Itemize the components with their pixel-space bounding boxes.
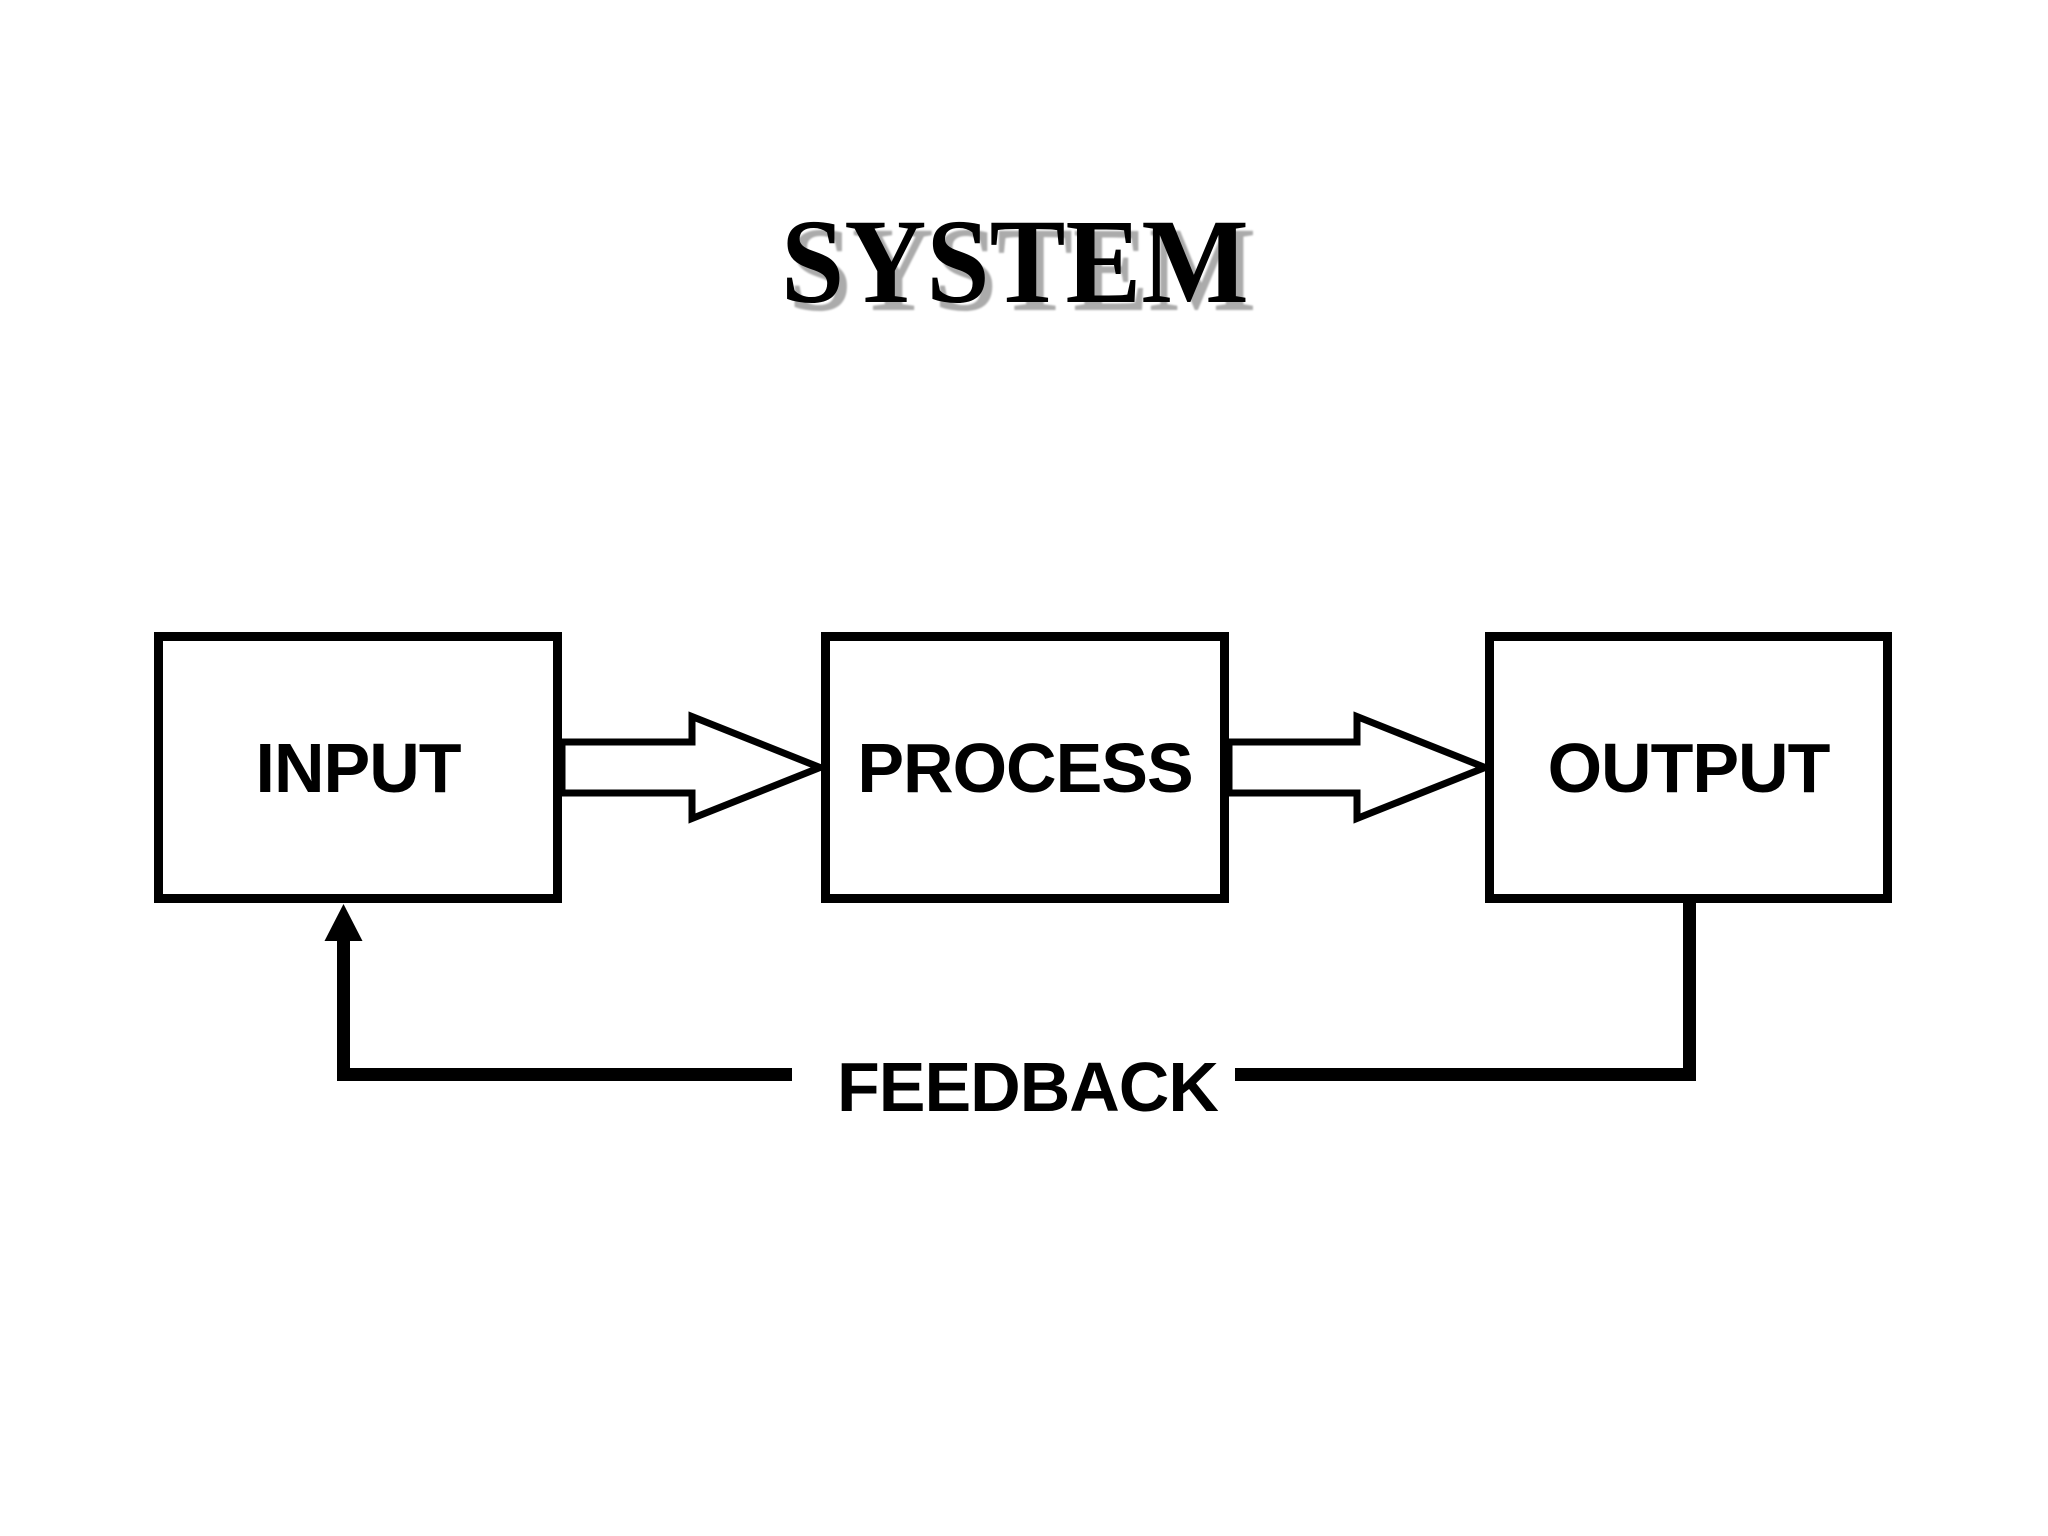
output-node-label: OUTPUT (1547, 728, 1831, 807)
input-node-label: INPUT (255, 728, 462, 807)
feedback-arrowhead-icon (324, 904, 363, 941)
process-node-label: PROCESS (857, 728, 1193, 807)
slide-title: SYSTEM (781, 195, 1249, 329)
feedback-label: FEEDBACK (837, 1048, 1219, 1126)
output-node: OUTPUT (1485, 632, 1892, 903)
feedback-line-right-segment (1235, 897, 1696, 1081)
input-to-process-block-arrow (558, 711, 830, 824)
process-node: PROCESS (821, 632, 1229, 903)
input-node: INPUT (154, 632, 562, 903)
process-to-output-block-arrow (1225, 711, 1495, 824)
feedback-line-left-segment (337, 936, 792, 1081)
